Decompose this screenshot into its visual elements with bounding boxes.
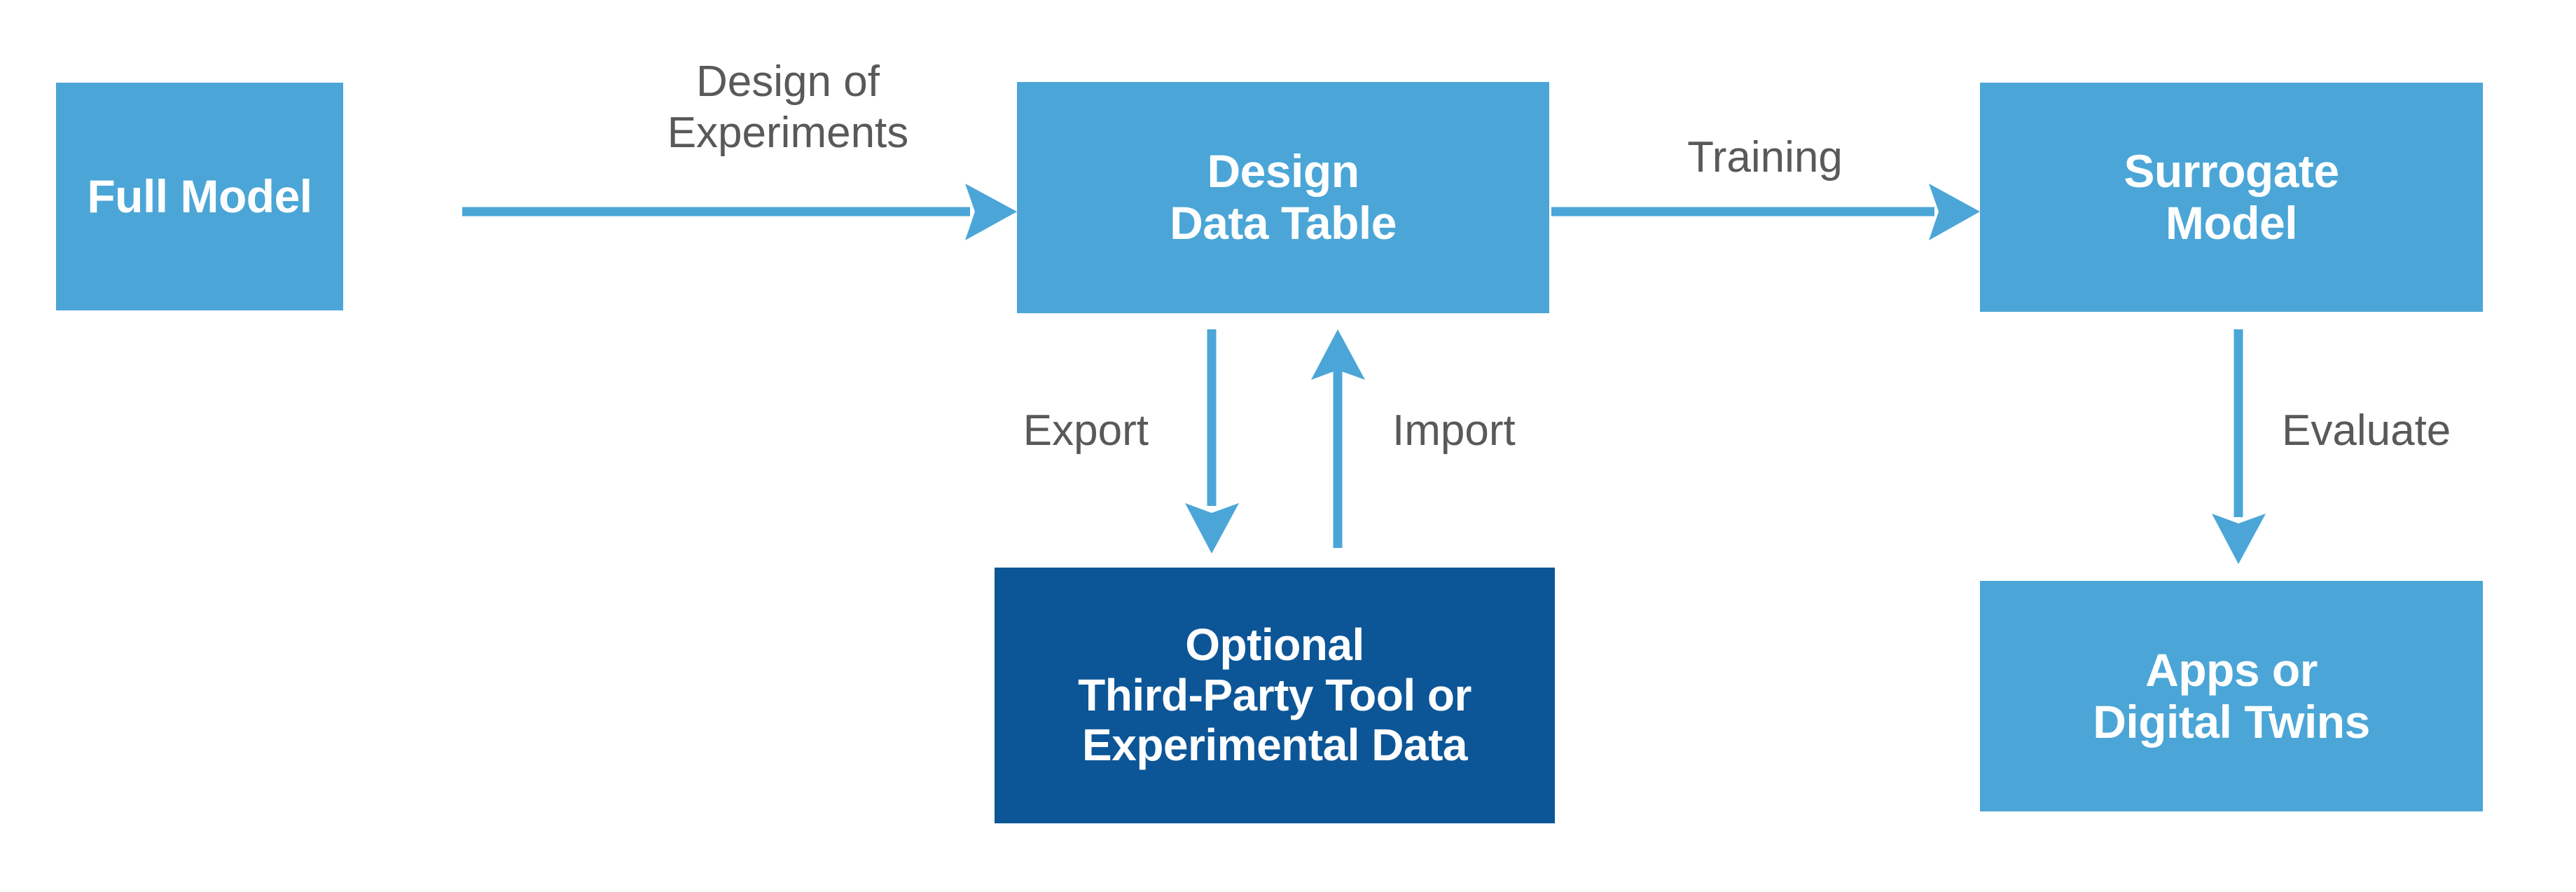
node-full-model[interactable]: Full Model: [56, 83, 343, 310]
edge-label-training: Training: [1687, 133, 1843, 181]
arrow-training: [1551, 184, 1980, 240]
node-design-data-table[interactable]: Design Data Table: [1017, 82, 1549, 313]
arrow-design-of-experiments: [462, 184, 1017, 240]
node-full-model-label: Full Model: [87, 170, 312, 222]
edge-label-import: Import: [1392, 406, 1516, 455]
node-apps-or-digital-twins[interactable]: Apps or Digital Twins: [1980, 581, 2483, 811]
arrow-export: [1185, 329, 1239, 554]
node-optional-third-party-tool-label: Optional Third-Party Tool or Experimenta…: [1078, 619, 1471, 771]
node-surrogate-model[interactable]: Surrogate Model: [1980, 83, 2483, 312]
edge-label-evaluate: Evaluate: [2282, 406, 2451, 455]
edge-label-design-of-experiments: Design of Experiments: [667, 57, 909, 158]
node-design-data-table-label: Design Data Table: [1170, 145, 1397, 249]
edge-label-export: Export: [1023, 406, 1149, 455]
arrow-import: [1311, 329, 1365, 548]
node-apps-or-digital-twins-label: Apps or Digital Twins: [2093, 643, 2370, 748]
node-optional-third-party-tool[interactable]: Optional Third-Party Tool or Experimenta…: [995, 568, 1555, 823]
arrow-evaluate: [2212, 329, 2266, 564]
node-surrogate-model-label: Surrogate Model: [2124, 144, 2339, 249]
